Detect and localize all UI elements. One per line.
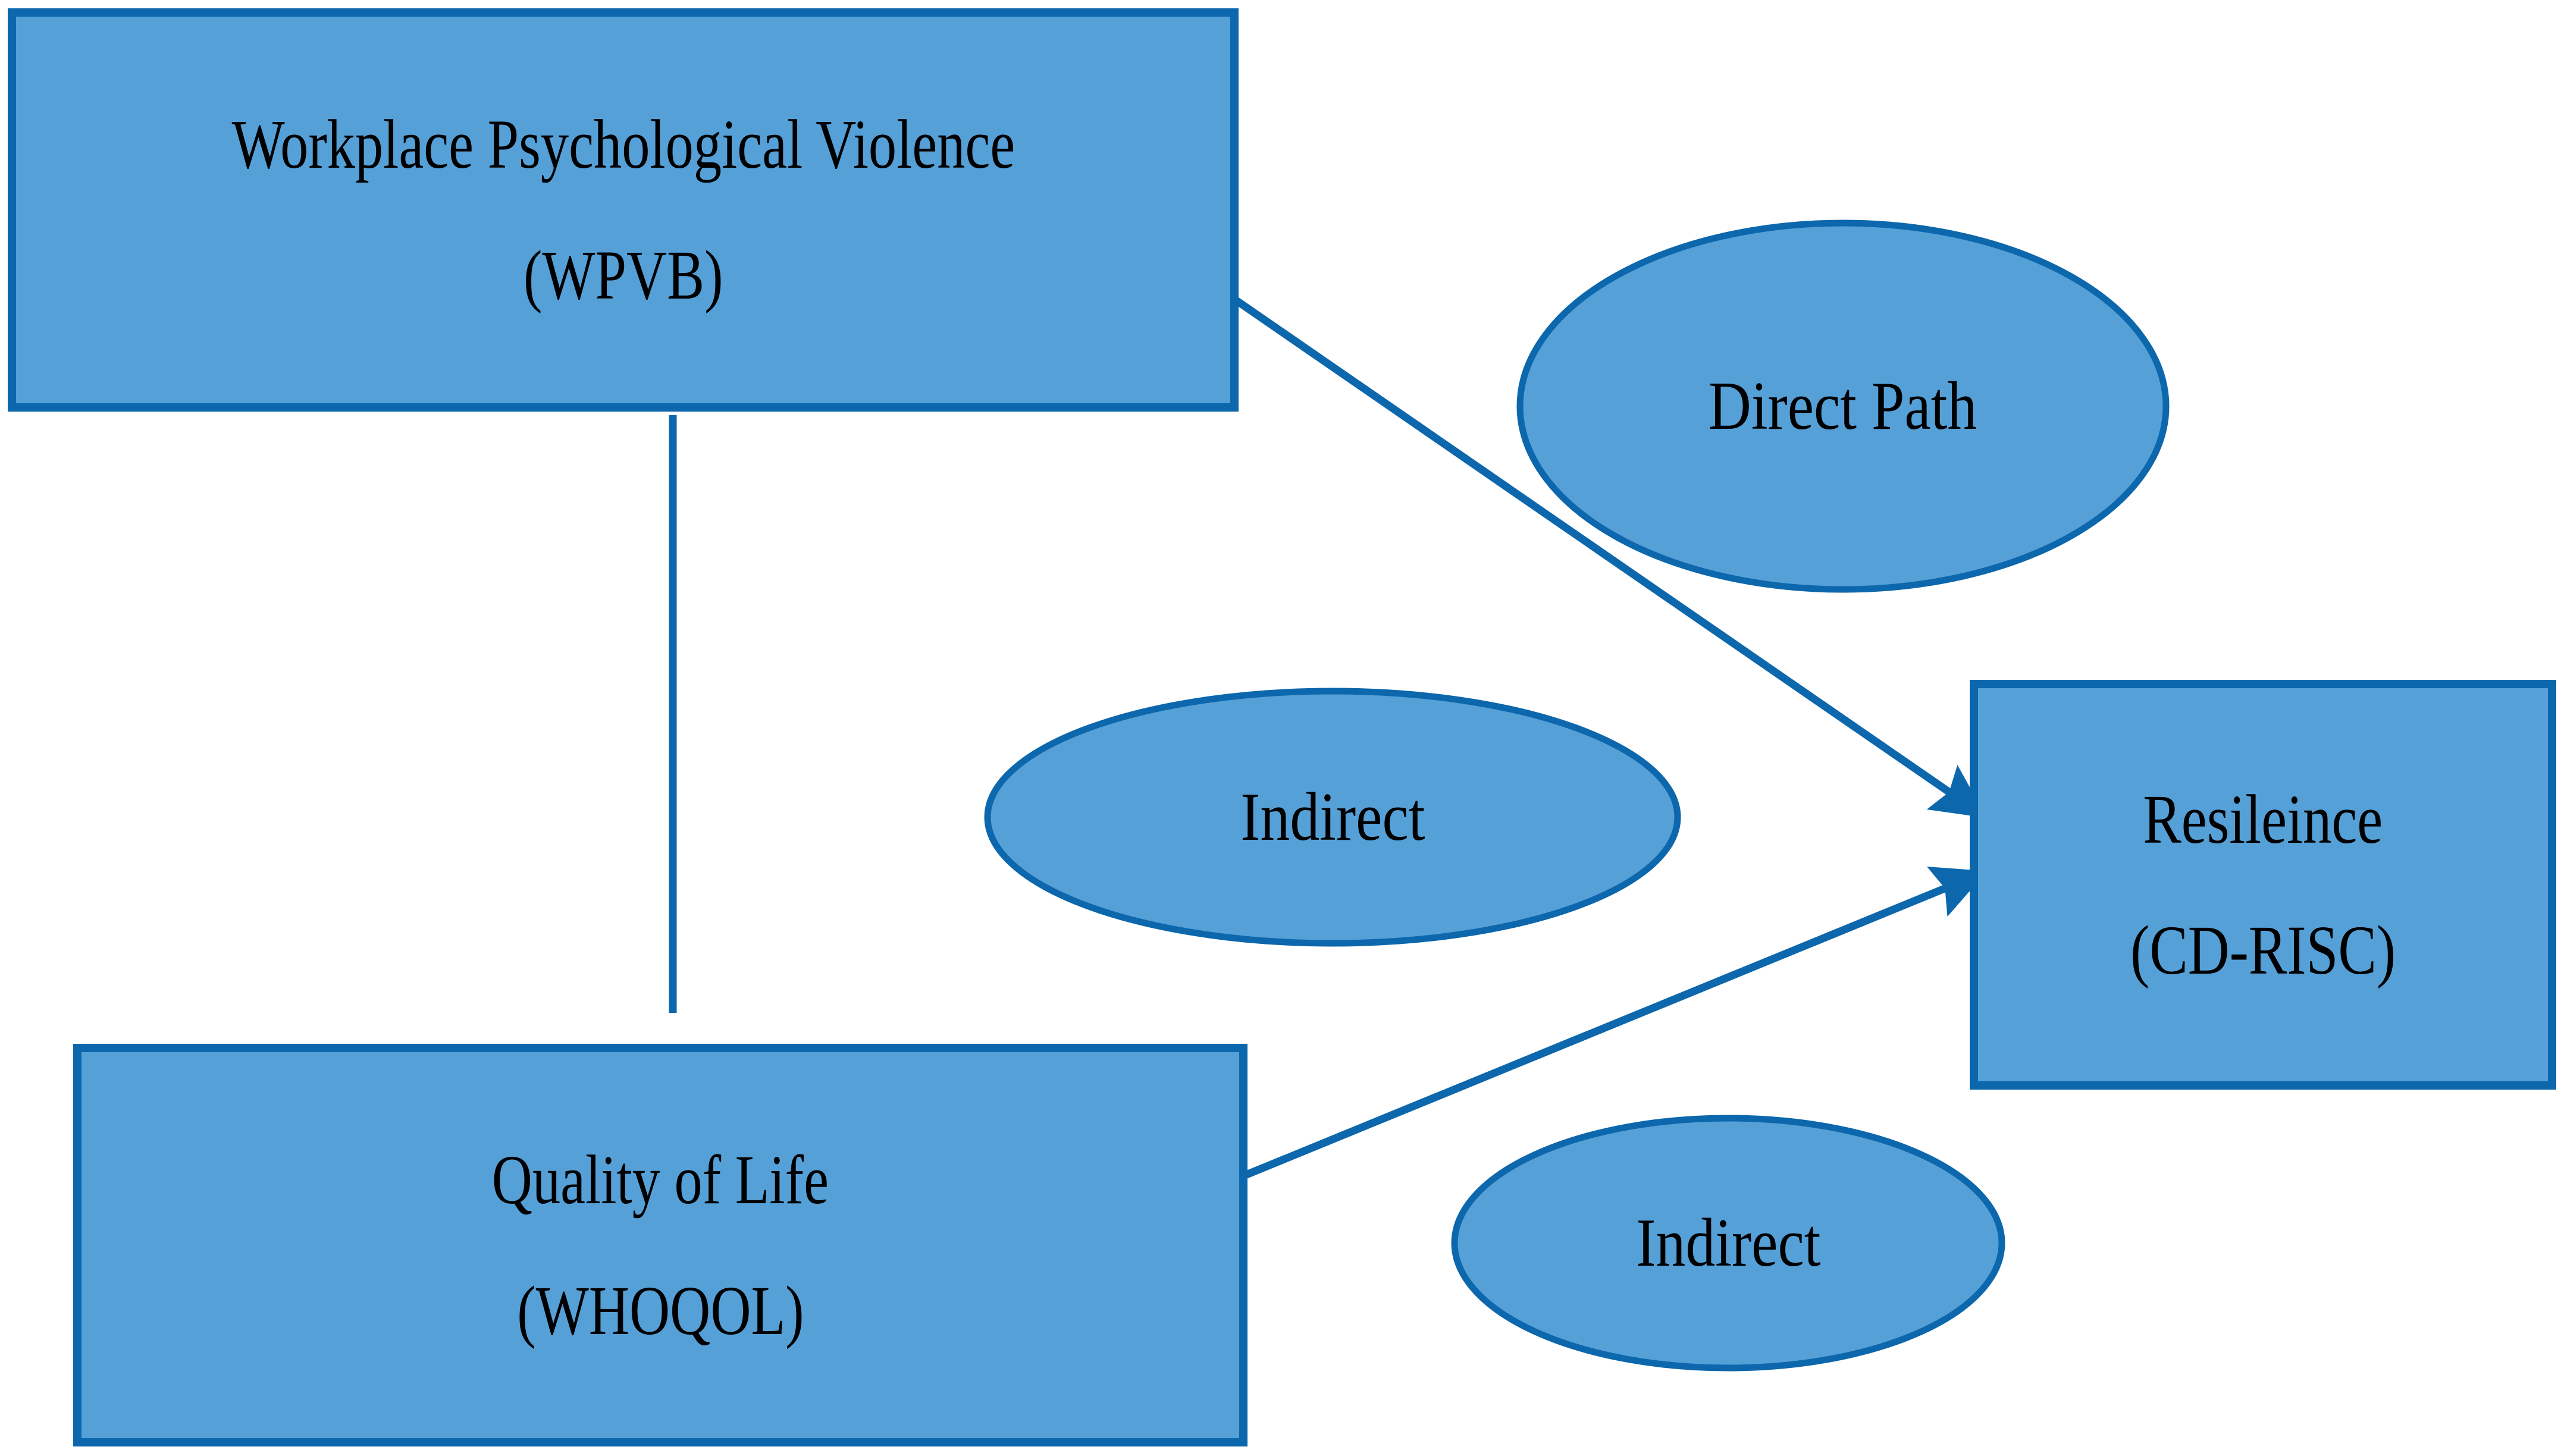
node-whoqol[interactable] [73,1044,1247,1446]
node-resilience[interactable] [1970,680,2556,1090]
node-indirect-lower[interactable] [1451,1115,2005,1372]
node-wpvb[interactable] [8,8,1239,412]
node-indirect-upper[interactable] [984,688,1681,947]
arrow-wpvb-to-resilience [1232,296,1987,818]
arrow-whoqol-to-resilience [1201,866,1988,1197]
node-direct-path[interactable] [1516,219,2170,593]
